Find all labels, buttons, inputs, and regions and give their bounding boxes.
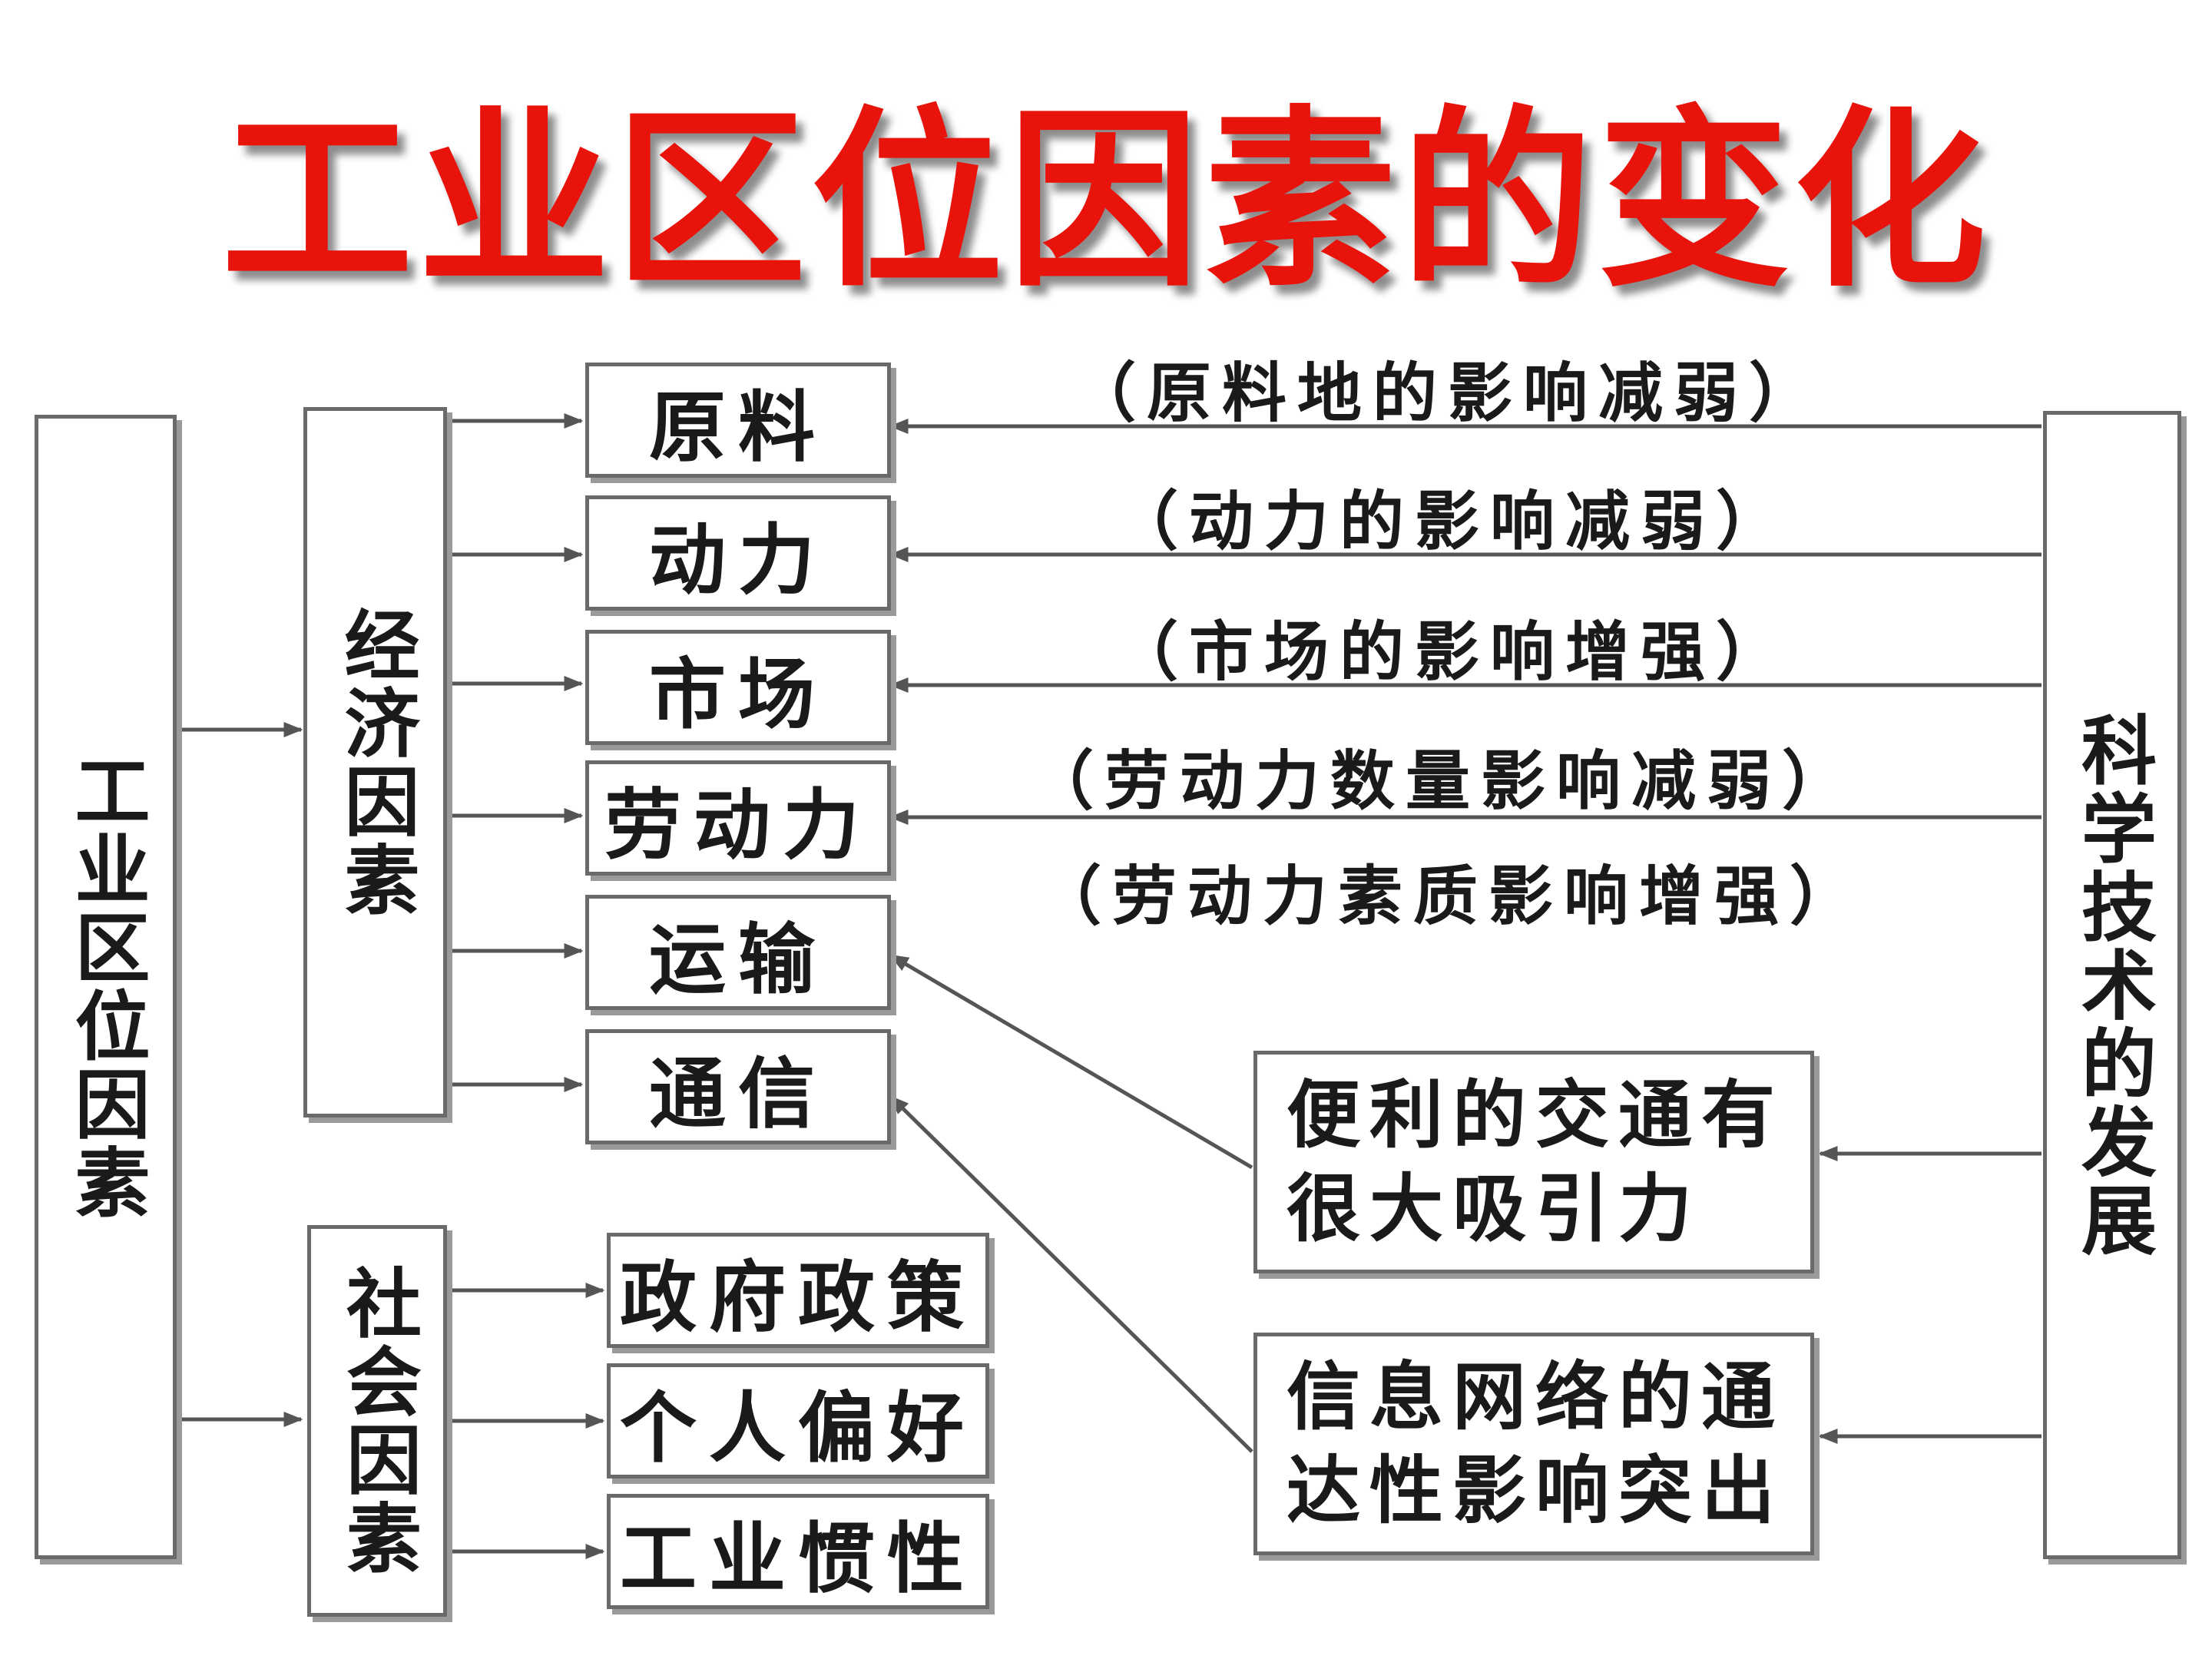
factor-government-policy: 政府政策	[607, 1233, 989, 1348]
root-box: 工业区位因素	[35, 415, 177, 1559]
outcome-transport-box: 便利的交通有很大吸引力	[1253, 1051, 1814, 1273]
note-labor-quality: （劳动力素质影响增强）	[1037, 858, 1866, 934]
technology-box: 科学技术的发展	[2043, 411, 2181, 1559]
note-power: （动力的影响减弱）	[1114, 483, 1792, 559]
factor-labor: 劳动力	[585, 760, 891, 876]
factor-communication: 通信	[585, 1029, 891, 1144]
page-title: 工业区位因素的变化	[221, 87, 1991, 313]
outcome-network-box: 信息网络的通达性影响突出	[1253, 1333, 1814, 1555]
note-market: （市场的影响增强）	[1114, 614, 1792, 690]
factor-market: 市场	[585, 630, 891, 745]
social-group-label: 社会因素	[333, 1264, 422, 1578]
factor-industrial-inertia: 工业惯性	[607, 1494, 989, 1609]
arrow-outcome-2-to-communication	[889, 1095, 1253, 1453]
economic-group-label: 经济因素	[331, 605, 420, 919]
economic-group-box: 经济因素	[303, 407, 447, 1118]
arrow-outcome-1-to-transport	[889, 953, 1253, 1170]
factor-raw-material: 原料	[585, 363, 891, 478]
note-raw-material: （原料地的影响减弱）	[1071, 355, 1825, 431]
factor-personal-preference: 个人偏好	[607, 1363, 989, 1479]
note-labor-quantity: （劳动力数量影响减弱）	[1029, 743, 1858, 819]
social-group-box: 社会因素	[307, 1225, 447, 1617]
outcome-transport-label: 便利的交通有很大吸引力	[1286, 1071, 1784, 1252]
factor-power: 动力	[585, 495, 891, 611]
root-label: 工业区位因素	[61, 752, 151, 1222]
technology-label: 科学技术的发展	[2068, 710, 2157, 1260]
factor-transport: 运输	[585, 895, 891, 1010]
outcome-network-label: 信息网络的通达性影响突出	[1286, 1353, 1784, 1534]
